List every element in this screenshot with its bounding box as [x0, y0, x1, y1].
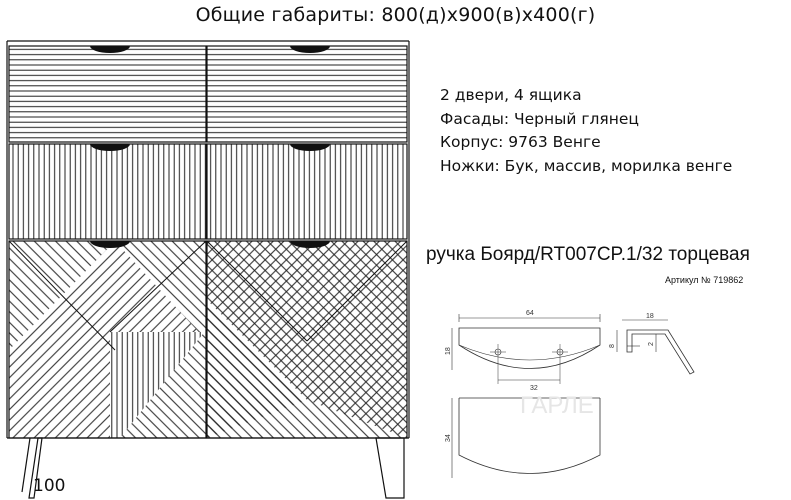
door-left [9, 241, 206, 438]
specs-list: 2 двери, 4 ящика Фасады: Черный глянец К… [440, 84, 732, 178]
dim-height: 18 [445, 347, 452, 355]
handle-icon [90, 241, 130, 248]
spec-line: Ножки: Бук, массив, морилка венге [440, 156, 733, 175]
watermark: ГАРЛЕ [520, 392, 594, 419]
spec-line: Корпус: 9763 Венге [440, 133, 601, 151]
dim-front-height: 34 [445, 434, 452, 442]
drawer-mid-left [8, 143, 207, 240]
handle-side-view [616, 319, 695, 375]
dim-lip: 8 [609, 344, 616, 348]
cabinet-body [6, 40, 410, 439]
handle-title: ручка Боярд/RT007CP.1/32 торцевая [426, 244, 750, 265]
dim-thickness: 2 [648, 342, 655, 346]
handle-article: Артикул № 719862 [665, 275, 744, 285]
dim-width: 64 [526, 310, 534, 317]
handle-icon [290, 46, 330, 53]
handle-icon [90, 144, 130, 151]
spec-line: Фасады: Черный глянец [440, 109, 639, 128]
handle-icon [290, 241, 330, 248]
leg-height-label: 100 [33, 476, 66, 496]
handle-top-view [451, 314, 601, 384]
dim-depth: 18 [646, 313, 654, 320]
handle-icon [90, 46, 130, 53]
legs [21, 437, 405, 499]
handle-icon [290, 144, 330, 151]
handle-front-view: ГАРЛЕ [451, 392, 601, 478]
door-right [207, 241, 407, 438]
drawer-top-right [206, 45, 408, 143]
drawer-mid-right [206, 143, 408, 240]
dim-hole-spacing: 32 [530, 385, 538, 392]
page-title: Общие габариты: 800(д)х900(в)х400(г) [195, 4, 596, 26]
drawer-top-left [8, 45, 207, 143]
spec-line: 2 двери, 4 ящика [440, 86, 582, 104]
